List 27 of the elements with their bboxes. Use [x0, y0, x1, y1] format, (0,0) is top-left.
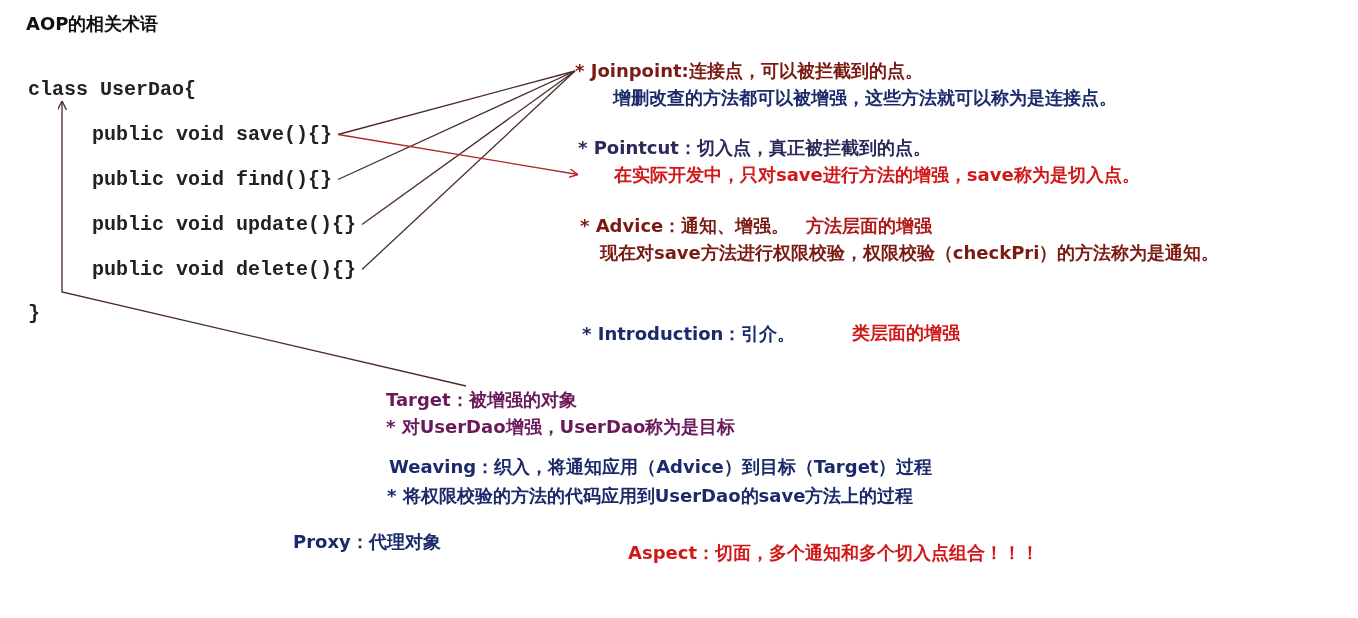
arrow	[56, 100, 467, 387]
note-text: 类层面的增强	[852, 321, 960, 345]
code-line: public void save(){}	[92, 123, 333, 146]
leader-line	[361, 70, 576, 271]
note-text: * Advice：通知、增强。	[580, 214, 790, 238]
leader-line	[337, 70, 576, 181]
code-line: public void update(){}	[92, 213, 357, 236]
title: AOP的相关术语	[26, 12, 159, 36]
term-description: 增删改查的方法都可以被增强，这些方法就可以称为是连接点。	[611, 86, 1117, 110]
term-description: 在实际开发中，只对save进行方法的增强，save称为是切入点。	[613, 163, 1140, 187]
term-heading: Target：被增强的对象	[386, 388, 578, 412]
note-text: Aspect：切面，多个通知和多个切入点组合！！！	[628, 541, 1039, 565]
arrow	[337, 133, 579, 179]
note-text: Weaving：织入，将通知应用（Advice）到目标（Target）过程	[389, 455, 933, 479]
note-text: * Introduction：引介。	[582, 322, 796, 346]
note-text: Proxy：代理对象	[293, 530, 441, 554]
code-line: public void find(){}	[92, 168, 333, 191]
note-text: 现在对save方法进行权限校验，权限校验（checkPri）的方法称为是通知。	[598, 241, 1221, 265]
term-heading: * Joinpoint:连接点，可以被拦截到的点。	[575, 59, 924, 83]
code-line: }	[28, 302, 40, 325]
term-heading: * Pointcut：切入点，真正被拦截到的点。	[578, 136, 932, 160]
code-line: class UserDao{	[28, 78, 197, 101]
leader-line	[337, 70, 576, 136]
code-line: public void delete(){}	[92, 258, 357, 281]
note-text: 方法层面的增强	[806, 214, 932, 238]
note-text: * 将权限校验的方法的代码应用到UserDao的save方法上的过程	[387, 484, 914, 508]
term-description: * 对UserDao增强，UserDao称为是目标	[386, 415, 736, 439]
